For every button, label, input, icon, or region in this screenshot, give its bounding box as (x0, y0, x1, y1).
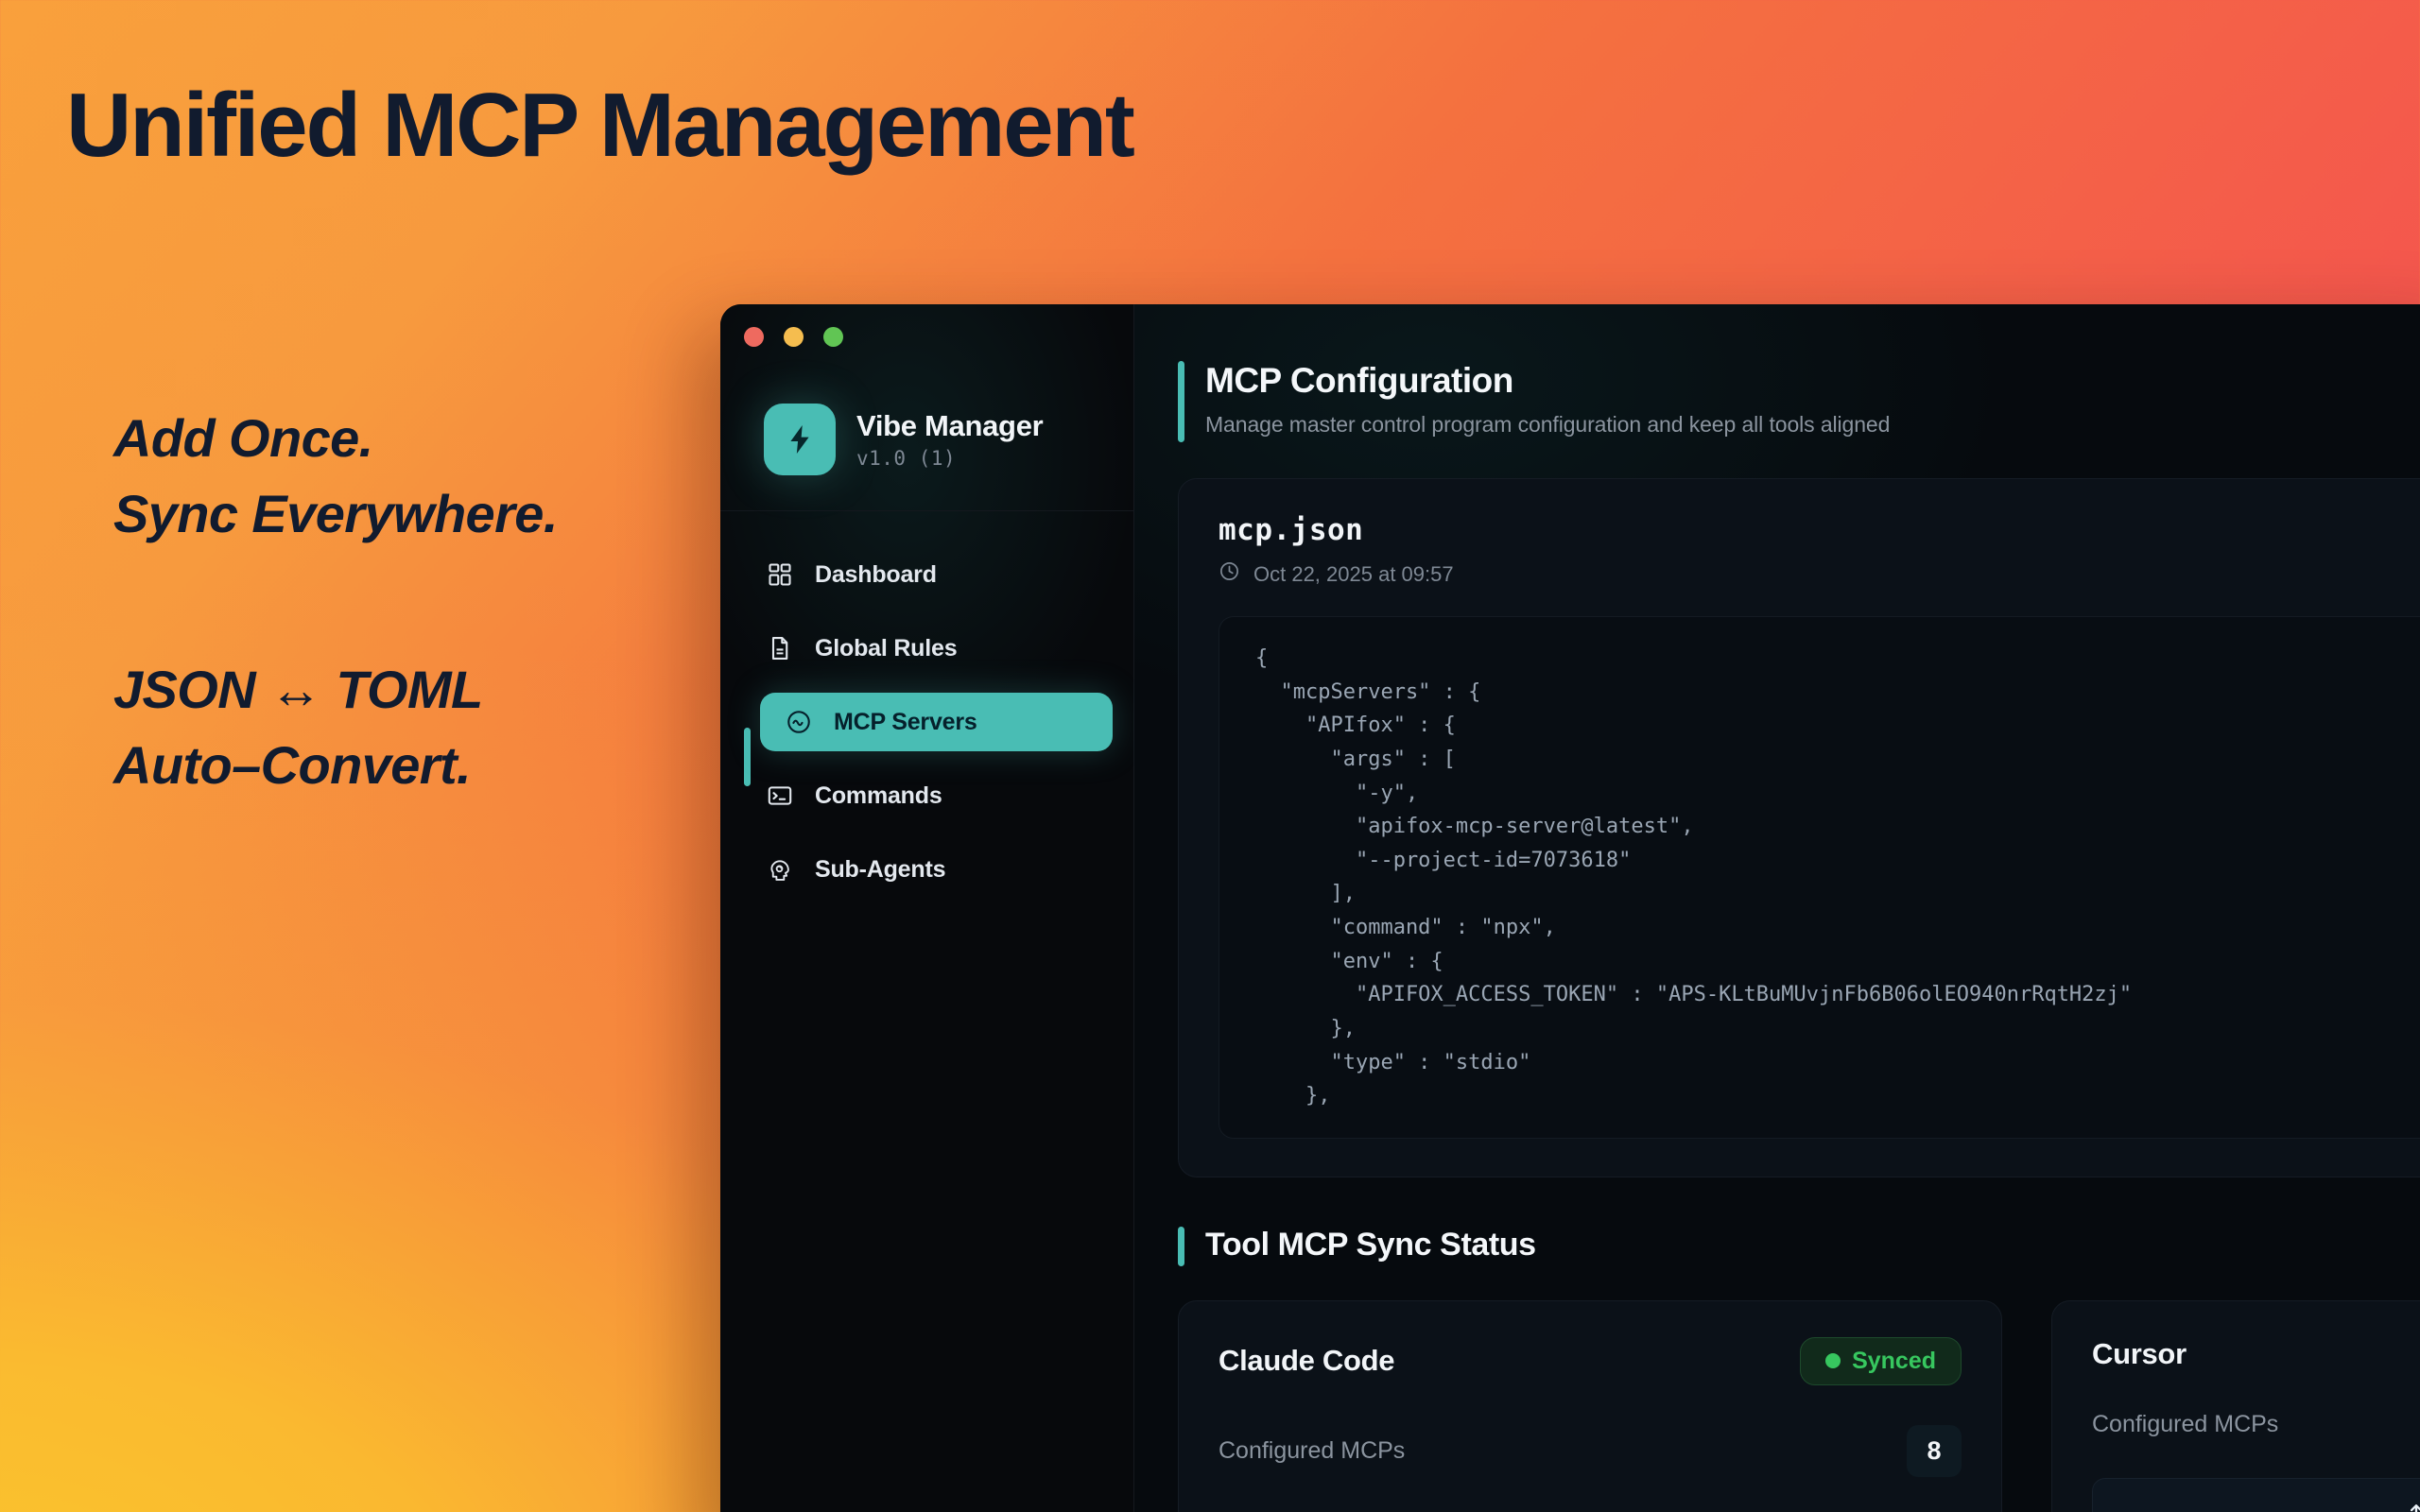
import-button[interactable]: Import (2092, 1477, 2420, 1512)
configured-mcps-label: Configured MCPs (1219, 1436, 1406, 1464)
brand-block: Vibe Manager v1.0 (1) (720, 382, 1133, 497)
maximize-window-button[interactable] (823, 327, 843, 347)
tagline-line-3: JSON ↔ TOML (113, 660, 483, 719)
sidebar-item-label: Dashboard (815, 560, 937, 588)
main-content: MCP Configuration Manage master control … (1134, 304, 2420, 1512)
page-headline: Unified MCP Management (66, 75, 1135, 176)
tagline-line-2: Sync Everywhere. (113, 483, 558, 543)
page-accent-bar (1178, 361, 1184, 442)
config-timestamp-row: Oct 22, 2025 at 09:57 (1219, 560, 2420, 588)
sidebar: Vibe Manager v1.0 (1) Dashboard (720, 304, 1134, 1512)
window-traffic-lights (744, 327, 843, 347)
clock-icon (1219, 560, 1240, 588)
tool-name: Cursor (2092, 1336, 2187, 1370)
sync-section-title: Tool MCP Sync Status (1205, 1226, 1536, 1263)
sidebar-item-sub-agents[interactable]: Sub-Agents (741, 840, 1113, 899)
sidebar-item-global-rules[interactable]: Global Rules (741, 619, 1113, 678)
terminal-icon (766, 782, 794, 810)
page-title: MCP Configuration (1205, 361, 1513, 400)
sidebar-item-label: Sub-Agents (815, 855, 946, 883)
sidebar-item-dashboard[interactable]: Dashboard (741, 545, 1113, 604)
tool-sync-grid: Claude Code Synced Configured MCPs 8 (1178, 1299, 2420, 1512)
config-timestamp: Oct 22, 2025 at 09:57 (1253, 561, 1454, 586)
page-subtitle: Manage master control program configurat… (1205, 412, 1891, 437)
tool-card-claude-code: Claude Code Synced Configured MCPs 8 (1178, 1299, 2002, 1512)
sidebar-item-mcp-servers[interactable]: MCP Servers (760, 693, 1113, 751)
tagline-line-1: Add Once. (113, 408, 373, 468)
status-dot-icon (1825, 1353, 1841, 1369)
import-icon (2403, 1502, 2420, 1512)
lightning-bolt-icon (790, 425, 809, 454)
sync-accent-bar (1178, 1226, 1184, 1266)
mcp-config-card: mcp.json Oct 22, 2025 at 09:57 { "mcpSer… (1178, 478, 2420, 1177)
brain-head-icon (766, 855, 794, 884)
sidebar-item-label: Global Rules (815, 634, 958, 662)
app-version: v1.0 (1) (856, 447, 957, 470)
page-header: MCP Configuration Manage master control … (1178, 361, 2420, 442)
configured-mcps-label: Configured MCPs (2092, 1410, 2279, 1437)
tool-name: Claude Code (1219, 1344, 1395, 1378)
config-filename: mcp.json (1219, 513, 1364, 547)
wave-circle-icon (785, 708, 813, 736)
status-badge: Synced (1800, 1336, 1962, 1385)
tagline-line-4: Auto–Convert. (113, 734, 472, 795)
app-logo (764, 404, 836, 475)
sidebar-item-label: Commands (815, 782, 942, 809)
sidebar-nav: Dashboard Global Rules (720, 511, 1133, 899)
sync-status-header: Tool MCP Sync Status (1178, 1226, 2420, 1266)
hero-tagline-secondary: JSON ↔ TOML Auto–Convert. (113, 652, 483, 802)
mcp-json-code-block[interactable]: { "mcpServers" : { "APIfox" : { "args" :… (1219, 616, 2420, 1139)
tool-card-cursor: Cursor Configured MCPs Import (2051, 1299, 2420, 1512)
grid-icon (766, 560, 794, 589)
document-icon (766, 634, 794, 662)
sidebar-item-label: MCP Servers (834, 708, 977, 735)
sidebar-item-commands[interactable]: Commands (741, 766, 1113, 825)
close-window-button[interactable] (744, 327, 764, 347)
app-name: Vibe Manager (856, 409, 1044, 442)
status-badge-label: Synced (1852, 1347, 1936, 1374)
app-window: Vibe Manager v1.0 (1) Dashboard (720, 304, 2420, 1512)
configured-mcps-value: 8 (1907, 1424, 1962, 1477)
minimize-window-button[interactable] (784, 327, 804, 347)
hero-tagline-primary: Add Once. Sync Everywhere. (113, 401, 558, 551)
